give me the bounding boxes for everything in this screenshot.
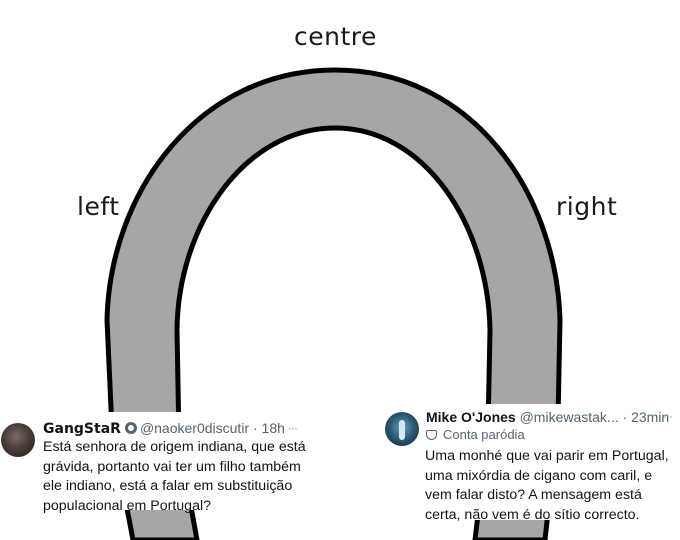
horseshoe-shape (104, 67, 563, 540)
tweet-text: Está senhora de origem indiana, que está… (43, 439, 306, 514)
parody-mask-icon (426, 430, 437, 440)
user-handle[interactable]: @mikewastak... (519, 409, 619, 425)
user-handle[interactable]: @naoker0discutir (139, 420, 250, 436)
verified-badge-icon (124, 422, 137, 434)
tweet-card-1[interactable]: GangStaR @naoker0discutir · 18h ··· Está … (0, 412, 310, 514)
tweet-header: GangStaR @naoker0discutir · 18h (43, 420, 285, 437)
separator-dot: · (622, 409, 628, 425)
avatar[interactable] (1, 423, 35, 457)
separator-dot: · (252, 420, 258, 436)
label-centre: centre (294, 22, 377, 51)
display-name[interactable]: Mike O'Jones (426, 409, 516, 425)
tweet-text: Uma monhé que vai parir em Portugal, uma… (425, 448, 669, 523)
timestamp[interactable]: 23min (631, 409, 670, 425)
parody-label: Conta paródia (443, 427, 525, 442)
label-right: right (556, 192, 618, 221)
more-options-icon[interactable]: ··· (663, 409, 673, 423)
more-options-icon[interactable]: ··· (288, 421, 298, 435)
label-left: left (77, 192, 120, 221)
tweet-header: Mike O'Jones @mikewastak... · 23min (426, 409, 669, 425)
display-name[interactable]: GangStaR (43, 421, 121, 437)
tweet-card-2[interactable]: Mike O'Jones @mikewastak... · 23min ··· … (378, 404, 680, 523)
avatar[interactable] (385, 412, 419, 446)
avatar-figure (399, 420, 405, 440)
timestamp[interactable]: 18h (261, 420, 285, 436)
parody-account-badge: Conta paródia (426, 427, 525, 442)
